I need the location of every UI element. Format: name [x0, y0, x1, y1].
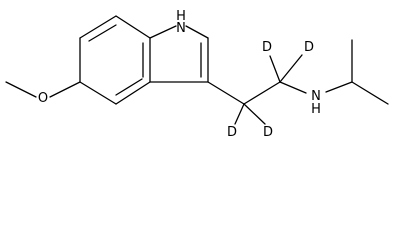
amine-hydrogen: H: [311, 102, 321, 117]
bond-cbeta-d-right: [279, 54, 303, 83]
deuterium-lower-left: D: [227, 125, 237, 140]
bond-n1-c2: [185, 25, 209, 39]
bond-c7-c6: [79, 15, 117, 39]
bond-c3-calpha: [207, 81, 245, 105]
amine-nitrogen: N: [311, 89, 321, 104]
bonds: [5, 15, 389, 125]
bond-cipr-me2: [351, 81, 389, 105]
bond-calpha-cbeta: [243, 81, 281, 105]
atom-labels: H N O D D D D N H: [38, 9, 321, 140]
bond-c4-c3a-inner: [115, 78, 143, 96]
bond-c5-o: [49, 81, 81, 98]
bond-c7a-c7: [115, 15, 151, 39]
bond-cbeta-n: [279, 81, 307, 94]
bond-n-cipr: [325, 81, 353, 93]
bond-o-ch3: [5, 81, 37, 98]
bond-calpha-d-left: [234, 103, 245, 125]
chemical-structure: H N O D D D D N H: [5, 9, 389, 140]
deuterium-upper-left: D: [262, 40, 272, 55]
methoxy-oxygen: O: [38, 91, 48, 106]
bond-c6-c6-inner: [88, 24, 117, 42]
bond-calpha-d-right: [243, 103, 266, 125]
deuterium-upper-right: D: [304, 40, 314, 55]
bond-c5-c4: [79, 81, 117, 105]
ring-nitrogen: N: [176, 21, 186, 36]
bond-c4-c3a: [115, 81, 151, 105]
deuterium-lower-right: D: [263, 125, 273, 140]
bond-cbeta-d-left: [269, 55, 281, 83]
bond-c7a-n1: [149, 25, 177, 39]
ring-nh-hydrogen: H: [176, 9, 186, 24]
